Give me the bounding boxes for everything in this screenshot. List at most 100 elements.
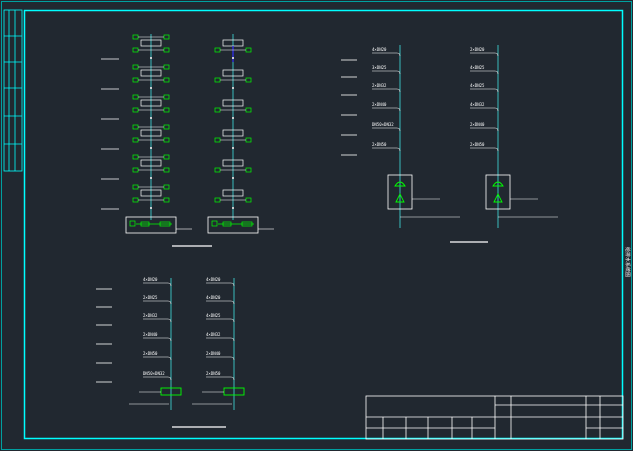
branch-pipe	[206, 376, 235, 381]
system-b-diagram: 4×DN203×DN252×DN322×DN40DN50×DN322×DN502…	[341, 45, 558, 243]
pipe-size-label: 4×DN32	[470, 102, 485, 107]
pipe-size-label: 4×DN20	[206, 277, 221, 282]
meter-symbol	[140, 221, 150, 227]
meter-symbol	[159, 221, 171, 227]
fixture-outline	[140, 99, 162, 107]
branch-pipe	[372, 88, 401, 93]
meter-symbol	[222, 221, 232, 227]
pump-box	[387, 174, 413, 210]
valve-symbol	[132, 154, 139, 160]
meter-box	[207, 216, 259, 234]
valve-symbol	[214, 137, 221, 143]
valve-symbol	[163, 47, 170, 53]
branch-pipe	[143, 337, 172, 342]
pipe-size-label: 2×DN50	[372, 142, 387, 147]
branch-pipe	[470, 52, 499, 57]
branch-pipe	[206, 337, 235, 342]
branch-pipe	[470, 127, 499, 132]
branch-pipe	[206, 318, 235, 323]
valve-symbol	[132, 64, 139, 70]
pipe-size-label: 2×DN32	[372, 83, 387, 88]
pipe-joint	[150, 177, 152, 179]
valve-symbol	[245, 197, 252, 203]
pipe-joint	[232, 177, 234, 179]
title-block	[365, 395, 624, 440]
system-a-diagram	[101, 34, 274, 247]
valve-symbol	[163, 154, 170, 160]
meter-symbol	[223, 387, 245, 396]
pipe-joint	[232, 207, 234, 209]
fixture-outline	[140, 129, 162, 137]
pipe-size-label: 2×DN40	[372, 102, 387, 107]
fixture-outline	[222, 159, 244, 167]
valve-symbol	[132, 34, 139, 40]
valve-symbol	[132, 167, 139, 173]
valve-symbol	[132, 184, 139, 190]
fixture-outline	[222, 99, 244, 107]
branch-pipe	[470, 107, 499, 112]
branch-pipe	[470, 70, 499, 75]
pipe-joint	[232, 147, 234, 149]
valve-symbol	[163, 167, 170, 173]
fixture-outline	[140, 39, 162, 47]
branch-pipe	[143, 356, 172, 361]
valve-symbol	[132, 197, 139, 203]
valve-symbol	[132, 107, 139, 113]
pipe-joint	[150, 87, 152, 89]
branch-pipe	[143, 318, 172, 323]
valve-symbol	[163, 124, 170, 130]
valve-symbol	[132, 137, 139, 143]
pipe-joint	[232, 57, 234, 59]
pipe-size-label: 4×DN20	[143, 277, 158, 282]
pipe-size-label: 2×DN40	[206, 351, 221, 356]
pipe-joint	[232, 87, 234, 89]
pipe-size-label: 4×DN25	[206, 313, 221, 318]
valve-symbol	[214, 197, 221, 203]
valve-symbol	[214, 107, 221, 113]
pipe-size-label: DN50×DN32	[143, 371, 165, 376]
valve-symbol	[163, 34, 170, 40]
system-c-diagram: 4×DN202×DN252×DN322×DN402×DN50DN50×DN324…	[96, 277, 245, 428]
fixture-outline	[222, 69, 244, 77]
pipe-size-label: 2×DN40	[470, 122, 485, 127]
fixture-outline	[140, 189, 162, 197]
valve-symbol	[163, 77, 170, 83]
branch-pipe	[372, 127, 401, 132]
valve-symbol	[214, 77, 221, 83]
valve-symbol	[245, 77, 252, 83]
valve-symbol	[132, 124, 139, 130]
pipe-size-label: 2×DN50	[206, 371, 221, 376]
pipe-size-label: 2×DN50	[470, 142, 485, 147]
pipe-size-label: 4×DN25	[470, 83, 485, 88]
meter-symbol	[241, 221, 253, 227]
pipe-joint	[232, 117, 234, 119]
valve-symbol	[163, 107, 170, 113]
branch-pipe	[372, 52, 401, 57]
valve-symbol	[214, 167, 221, 173]
meter-symbol	[160, 387, 182, 396]
pipe-joint	[150, 117, 152, 119]
branch-pipe	[372, 107, 401, 112]
pipe-size-label: 4×DN25	[470, 65, 485, 70]
valve-symbol	[245, 137, 252, 143]
branch-pipe	[470, 88, 499, 93]
branch-pipe	[143, 376, 172, 381]
check-valve-symbol	[493, 192, 503, 203]
pipe-size-label: DN50×DN32	[372, 122, 394, 127]
branch-pipe	[143, 282, 172, 287]
valve-symbol	[245, 47, 252, 53]
valve-symbol	[163, 94, 170, 100]
valve-symbol	[132, 47, 139, 53]
branch-pipe	[143, 300, 172, 305]
meter-symbol	[211, 220, 218, 227]
pipe-size-label: 4×DN32	[206, 332, 221, 337]
branch-pipe	[470, 147, 499, 152]
pipe-joint	[150, 207, 152, 209]
pipe-size-label: 3×DN25	[372, 65, 387, 70]
branch-pipe	[372, 147, 401, 152]
valve-symbol	[163, 184, 170, 190]
pipe-size-label: 4×DN20	[372, 47, 387, 52]
meter-box	[125, 216, 177, 234]
